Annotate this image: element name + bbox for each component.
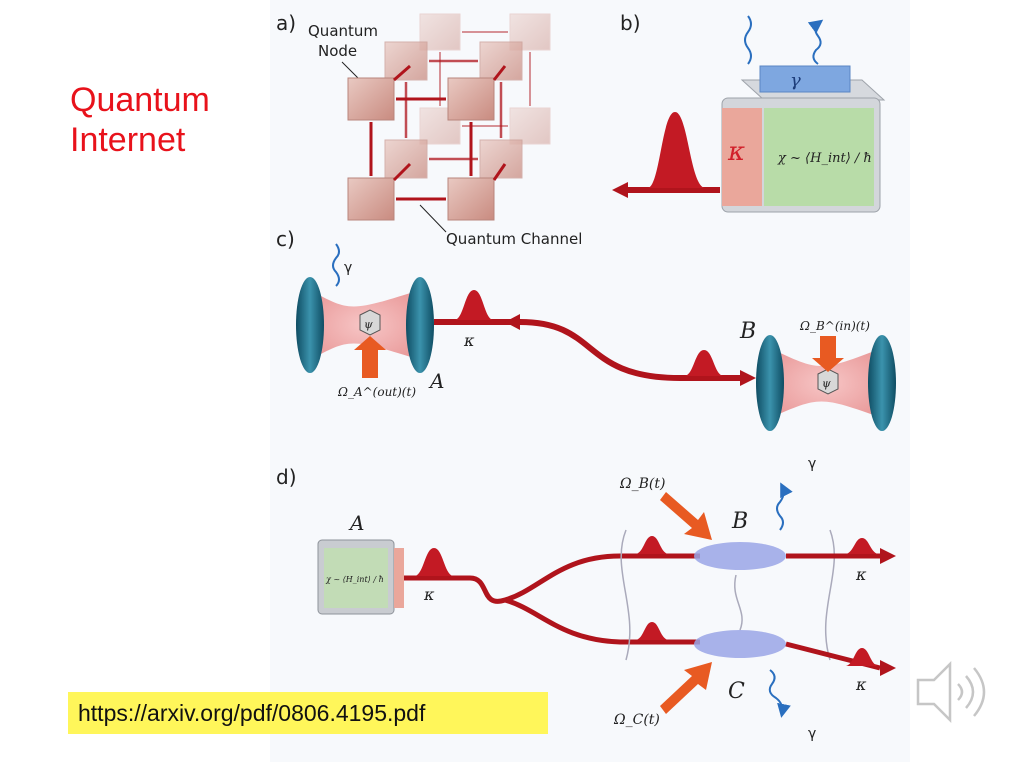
quantum-node-label-line-1: Quantum <box>308 22 378 40</box>
quantum-channel-label: Quantum Channel <box>446 230 582 248</box>
cavity-a-mirror-right <box>406 277 434 373</box>
node-b-label-c: B <box>739 319 756 344</box>
panel-d-label: d) <box>276 465 297 489</box>
omega-c-label-d: Ω_C(t) <box>613 712 660 728</box>
panel-b-label: b) <box>620 11 641 35</box>
panel-d-gamma-lower: γ <box>808 726 816 742</box>
ensemble-link-line <box>734 574 743 631</box>
slide-title: Quantum Internet <box>70 80 270 160</box>
pump-arrow-omega-c <box>660 662 712 714</box>
pump-arrow-b <box>812 336 844 372</box>
pump-arrow-omega-b <box>660 492 712 540</box>
omega-b-label-d: Ω_B(t) <box>619 476 665 492</box>
atomic-ensemble-c <box>694 630 786 658</box>
chi-formula-d: χ ~ ⟨H_int⟩ / ħ <box>325 575 384 584</box>
quantum-node-label-line-2: Node <box>318 42 357 60</box>
cavity-b-mirror-left <box>756 335 784 431</box>
middle-layer-cubes <box>384 41 523 179</box>
pulse-c-2 <box>685 350 723 376</box>
node-b-label-d: B <box>731 509 748 534</box>
panel-c-label: c) <box>276 227 295 251</box>
cavity-b-mirror-right <box>868 335 896 431</box>
channel-pointer-line <box>419 204 447 233</box>
panel-b-gamma: γ <box>790 70 801 91</box>
back-layer-cubes <box>419 13 551 145</box>
panel-d: d) A χ ~ ⟨H_int⟩ / ħ κ κ κ Ω_B(t) Ω_C(t) <box>276 456 896 742</box>
slide-title-line-1: Quantum <box>70 81 210 119</box>
channel-c <box>434 319 748 381</box>
panel-c-gamma: γ <box>344 260 352 276</box>
gamma-wave-d-lower <box>768 669 791 718</box>
channel-d-lower <box>504 597 700 645</box>
gamma-wave-in <box>744 15 752 65</box>
pulse-d-source <box>415 548 453 576</box>
node-a-coupling-side <box>394 548 404 608</box>
channel-c-arrowhead <box>740 370 756 386</box>
panel-d-kappa-lower: κ <box>855 675 867 694</box>
atom-a-icon <box>359 309 381 336</box>
out-lower-arrowhead <box>880 660 896 676</box>
slide-title-line-2: Internet <box>70 121 186 159</box>
gamma-wave-c <box>332 243 340 287</box>
out-upper-arrowhead <box>880 548 896 564</box>
gamma-wave-d-upper <box>776 482 793 531</box>
pulse-d-upper-in <box>636 536 668 554</box>
node-a-label-d: A <box>348 511 364 535</box>
front-layer-cubes <box>347 64 507 221</box>
interaction-region <box>764 108 874 206</box>
pulse-d-upper-out <box>846 538 878 554</box>
panel-a-label: a) <box>276 11 296 35</box>
pump-arrow-a <box>354 336 386 378</box>
channel-d-upper <box>404 553 700 604</box>
psi-b: ψ <box>822 377 831 390</box>
omega-a-label: Ω_A^(out)(t) <box>337 385 416 399</box>
panel-d-kappa-source: κ <box>423 585 435 604</box>
panel-c-kappa: κ <box>463 331 475 350</box>
gamma-wave-out <box>807 19 824 65</box>
panel-d-gamma-upper: γ <box>808 456 816 472</box>
speaker-icon[interactable] <box>916 660 986 724</box>
panel-a: a) Quantum Node <box>276 11 582 248</box>
panel-b: b) κ γ χ ~ ⟨H_int⟩ / ħ <box>612 11 886 213</box>
kappa-coupling-side <box>722 108 762 206</box>
interferometer-lines <box>620 529 836 661</box>
pulse-c-1 <box>455 290 493 320</box>
pulse-shape-b <box>648 112 705 188</box>
panel-c: c) ψ γ Ω_A^(out)(t) A κ ψ B Ω_B^(in)(t) <box>276 227 896 431</box>
chi-formula-b: χ ~ ⟨H_int⟩ / ħ <box>777 151 872 166</box>
panel-d-kappa-upper: κ <box>855 565 867 584</box>
atomic-ensemble-b <box>694 542 786 570</box>
node-a-interaction-region <box>324 548 388 608</box>
cavity-a-mirror-left <box>296 277 324 373</box>
node-a-label-c: A <box>428 369 444 393</box>
omega-b-label-c: Ω_B^(in)(t) <box>799 319 870 333</box>
psi-a: ψ <box>364 318 373 331</box>
pulse-d-lower-in <box>636 622 668 640</box>
panel-b-kappa: κ <box>727 137 745 167</box>
pulse-d-lower-out <box>846 648 878 666</box>
node-c-label-d: C <box>728 679 745 704</box>
kappa-output-arrowhead <box>612 182 628 198</box>
channel-c-mid-arrow <box>505 314 520 330</box>
gamma-coupling-plate <box>759 65 851 93</box>
source-url-link[interactable]: https://arxiv.org/pdf/0806.4195.pdf <box>68 692 548 734</box>
